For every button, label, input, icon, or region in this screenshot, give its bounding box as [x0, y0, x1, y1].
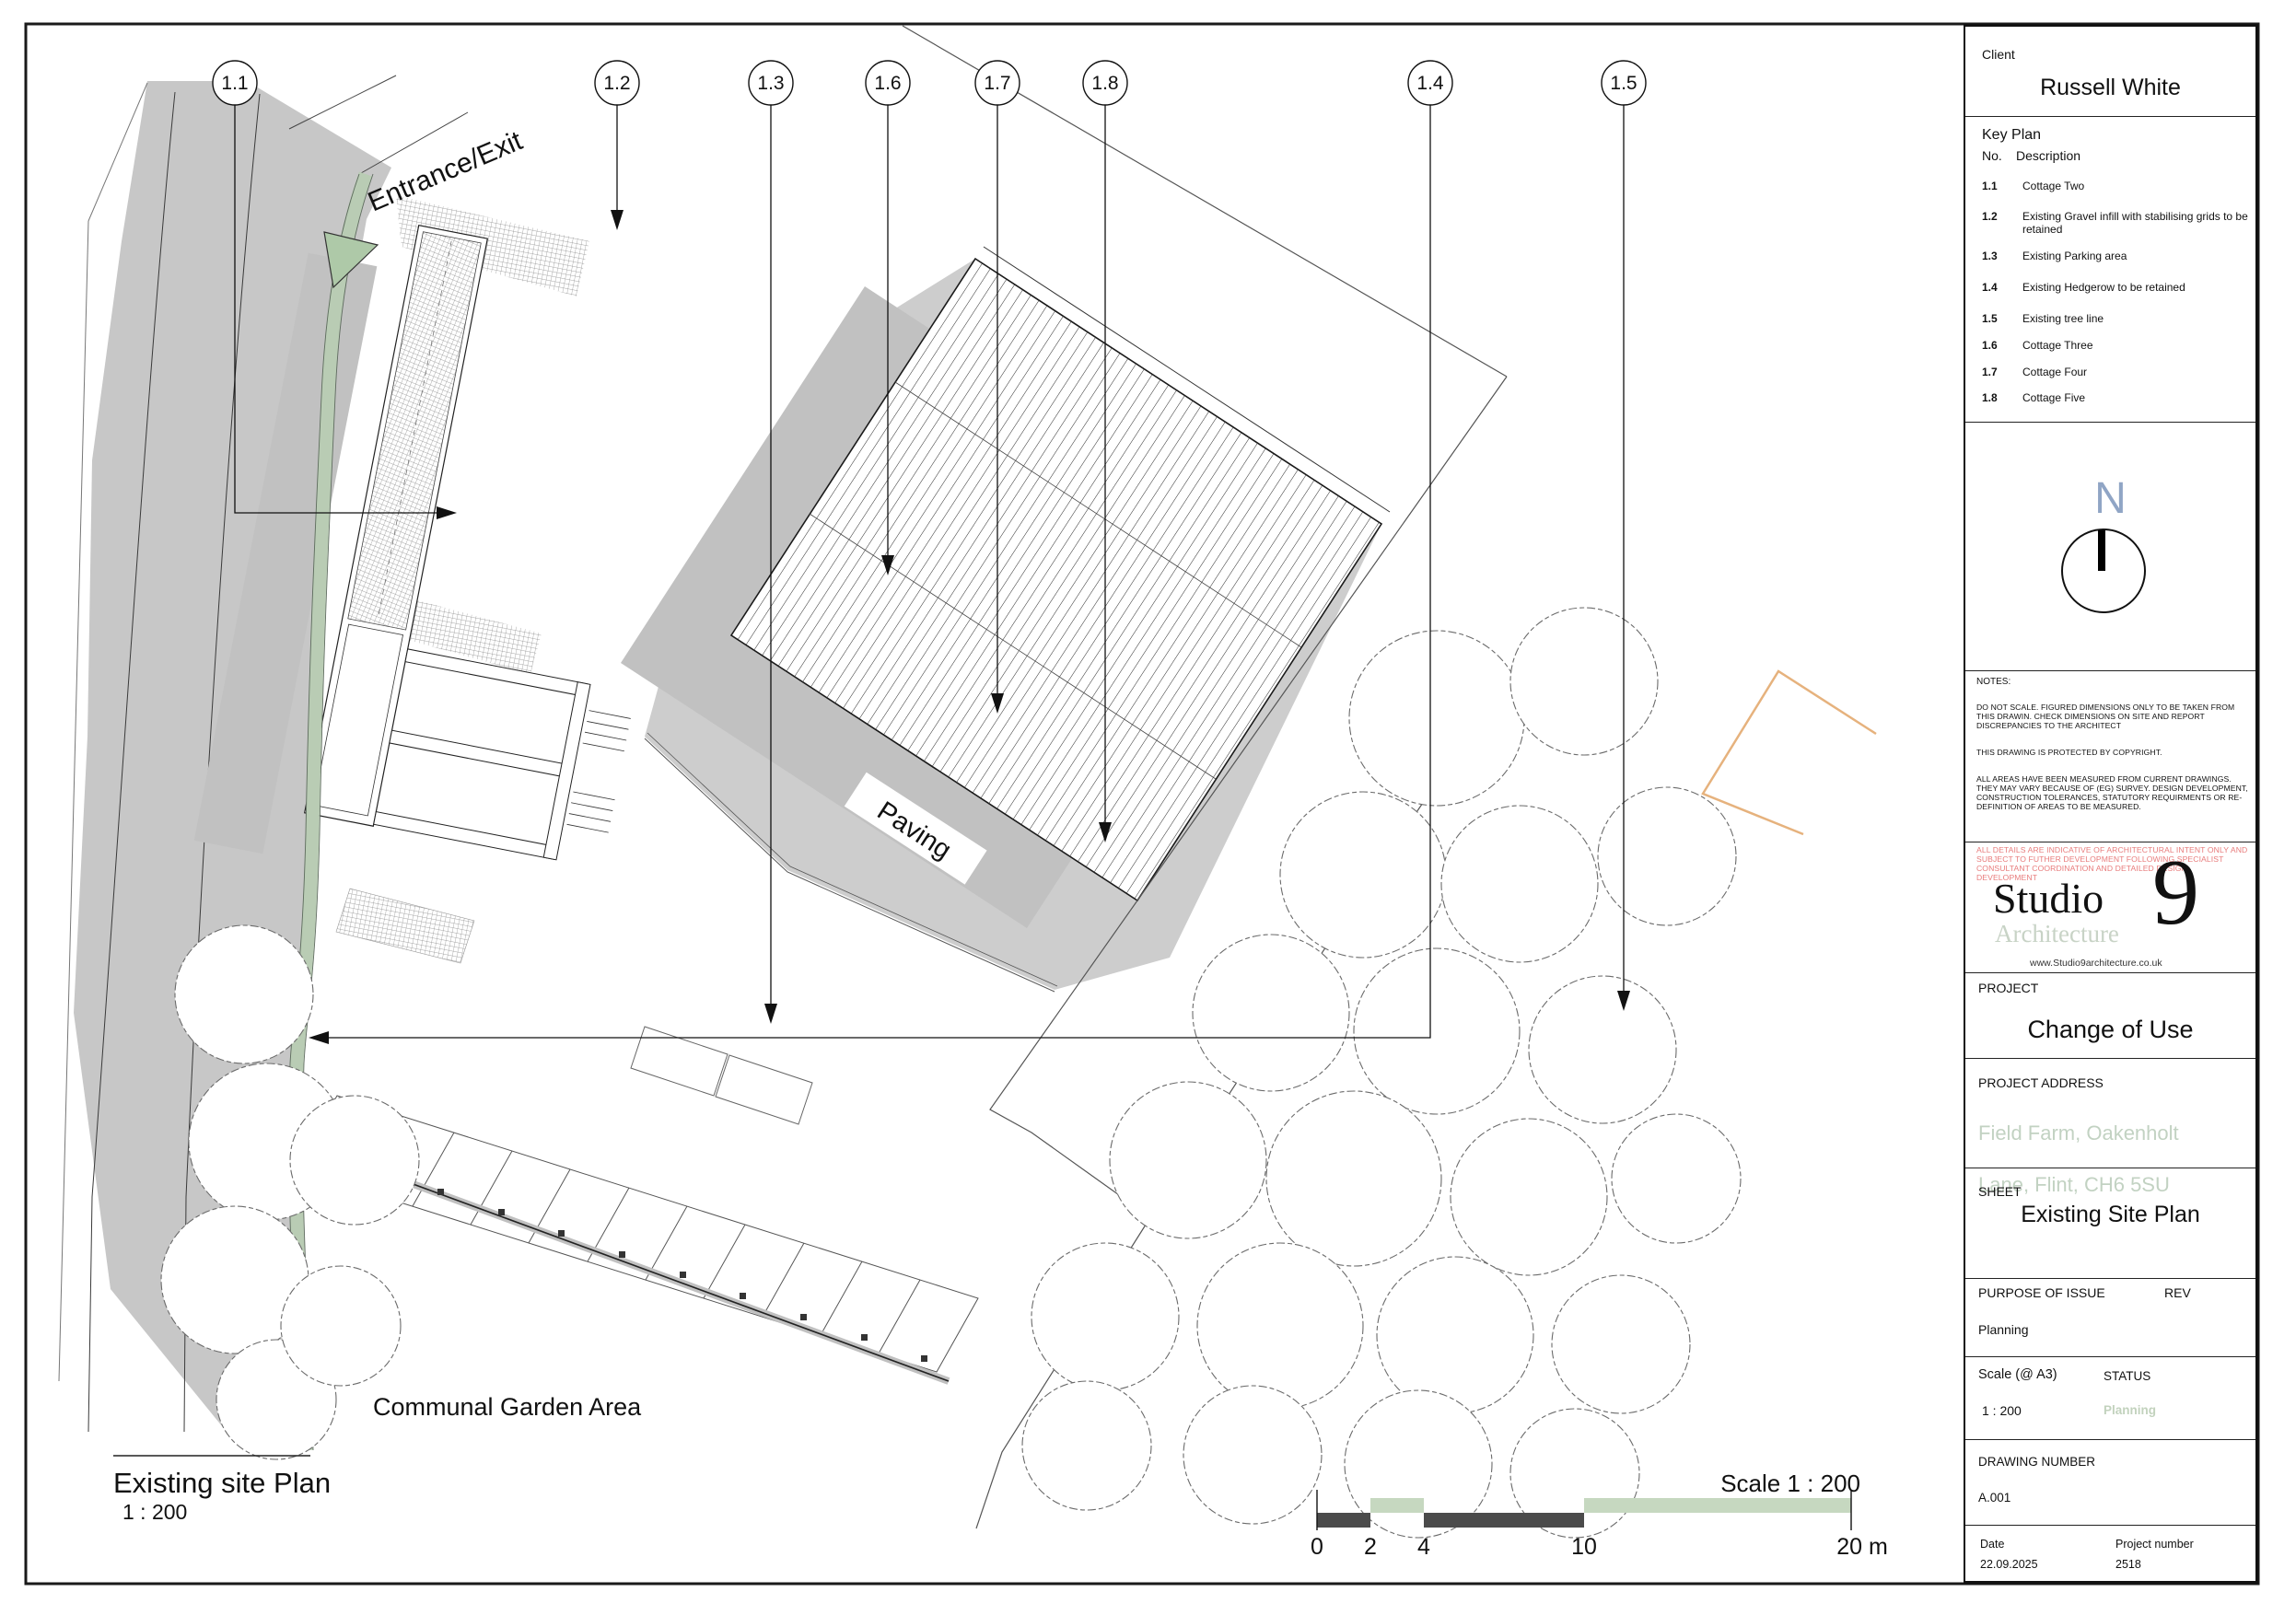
keyplan-row-desc: Cottage Four	[2022, 366, 2088, 378]
project-label: PROJECT	[1978, 981, 2039, 995]
logo-studio: Studio	[1993, 875, 2104, 922]
sheet-label: SHEET	[1978, 1184, 2022, 1199]
notes-body: DO NOT SCALE. FIGURED DIMENSIONS ONLY TO…	[1976, 693, 2249, 900]
view-title-text: Existing site Plan	[113, 1467, 331, 1499]
address-line2: Lane, Flint, CH6 5SU	[1978, 1173, 2170, 1196]
scale-tick: 20 m	[1836, 1534, 1888, 1560]
notes-paragraph: DO NOT SCALE. FIGURED DIMENSIONS ONLY TO…	[1976, 703, 2235, 730]
keyplan-col-no: No.	[1982, 148, 2002, 163]
project-value: Change of Use	[2027, 1016, 2194, 1043]
north-arrow-icon	[2061, 529, 2146, 613]
keyplan-row-desc: Existing Gravel infill with stabilising …	[2022, 210, 2248, 236]
project-address-value: Field Farm, Oakenholt Lane, Flint, CH6 5…	[1978, 1095, 2179, 1224]
keyplan-row-desc: Existing Hedgerow to be retained	[2022, 281, 2185, 294]
callout-label: 1.8	[1091, 73, 1118, 94]
cottage-two-building	[303, 224, 631, 861]
date-value: 22.09.2025	[1980, 1558, 2038, 1571]
client-name: Russell White	[2040, 75, 2181, 100]
project-number-value: 2518	[2115, 1558, 2141, 1571]
drawing-number-value: A.001	[1978, 1491, 2011, 1505]
callout-label: 1.2	[603, 73, 630, 94]
project-address-label: PROJECT ADDRESS	[1978, 1075, 2104, 1090]
communal-garden-label: Communal Garden Area	[373, 1393, 642, 1421]
scale-value: 1 : 200	[1982, 1403, 2022, 1418]
sheet-value: Existing Site Plan	[2021, 1202, 2200, 1227]
patio-slabs	[630, 1026, 813, 1125]
address-line1: Field Farm, Oakenholt	[1978, 1121, 2179, 1144]
sheet-border	[24, 22, 2260, 1586]
scale-tick: 0	[1311, 1534, 1323, 1560]
hedgerow	[288, 171, 374, 1451]
keyplan-row-no: 1.3	[1982, 250, 1998, 262]
scale-bar: Scale 1 : 200 0 2 4 10 20 m	[1311, 1470, 1888, 1560]
north-needle-icon	[2098, 530, 2105, 571]
scale-tick: 4	[1417, 1534, 1430, 1560]
notes-paragraph: THIS DRAWING IS PROTECTED BY COPYRIGHT.	[1976, 748, 2162, 757]
scale-label: Scale (@ A3)	[1978, 1367, 2057, 1382]
keyplan-row-no: 1.2	[1982, 210, 1998, 223]
purpose-of-issue-label: PURPOSE OF ISSUE	[1978, 1285, 2105, 1300]
keyplan-row-desc: Cottage Two	[2022, 180, 2085, 192]
purpose-of-issue-value: Planning	[1978, 1322, 2029, 1337]
keyplan-row-no: 1.5	[1982, 312, 1998, 325]
main-cottages-building	[729, 246, 1391, 902]
callout-label: 1.3	[757, 73, 784, 94]
status-value: Planning	[2104, 1403, 2156, 1417]
orange-boundary-outline	[1701, 669, 1877, 836]
scale-tick: 10	[1571, 1534, 1597, 1560]
callout-label: 1.7	[984, 73, 1010, 94]
keyplan-row-no: 1.7	[1982, 366, 1998, 378]
callout-label: 1.1	[221, 73, 248, 94]
logo-nine: 9	[2152, 841, 2199, 945]
callout-label: 1.4	[1416, 73, 1444, 94]
keyplan-col-desc: Description	[2016, 148, 2081, 163]
project-number-label: Project number	[2115, 1538, 2194, 1551]
entrance-marker	[323, 231, 379, 289]
logo-url: www.Studio9architecture.co.uk	[2030, 958, 2162, 969]
notes-warning: ALL DETAILS ARE INDICATIVE OF ARCHITECTU…	[1976, 845, 2248, 882]
date-label: Date	[1980, 1538, 2005, 1551]
keyplan-row-desc: Cottage Three	[2022, 339, 2093, 352]
keyplan-row-no: 1.1	[1982, 180, 1998, 192]
keyplan-row-no: 1.4	[1982, 281, 1998, 294]
rev-label: REV	[2164, 1285, 2191, 1300]
callout-leaders	[234, 105, 1630, 1044]
scale-tick: 2	[1364, 1534, 1377, 1560]
client-label: Client	[1982, 47, 2015, 62]
notes-heading: NOTES:	[1976, 677, 2011, 687]
keyplan-row-no: 1.8	[1982, 391, 1998, 404]
callout-label: 1.6	[874, 73, 901, 94]
keyplan-title: Key Plan	[1982, 127, 2042, 143]
status-label: STATUS	[2104, 1369, 2151, 1383]
callout-bubbles: 1.1 1.2 1.3 1.6 1.7 1.8 1.4 1.5	[212, 60, 1647, 106]
view-title: Existing site Plan 1 : 200	[113, 1455, 331, 1524]
title-block: Client Russell White Key Plan No. Descri…	[1964, 24, 2258, 1584]
keyplan-row-desc: Existing Parking area	[2022, 250, 2127, 262]
keyplan-row-no: 1.6	[1982, 339, 1998, 352]
notes-paragraph: ALL AREAS HAVE BEEN MEASURED FROM CURREN…	[1976, 774, 2248, 811]
north-letter: N	[2094, 474, 2127, 523]
drawing-number-label: DRAWING NUMBER	[1978, 1455, 2095, 1469]
keyplan-row-desc: Existing tree line	[2022, 312, 2104, 325]
scale-bar-caption: Scale 1 : 200	[1720, 1470, 1860, 1497]
callout-label: 1.5	[1610, 73, 1637, 94]
logo-architecture: Architecture	[1995, 920, 2119, 947]
keyplan-row-desc: Cottage Five	[2022, 391, 2086, 404]
view-title-scale: 1 : 200	[122, 1500, 187, 1524]
